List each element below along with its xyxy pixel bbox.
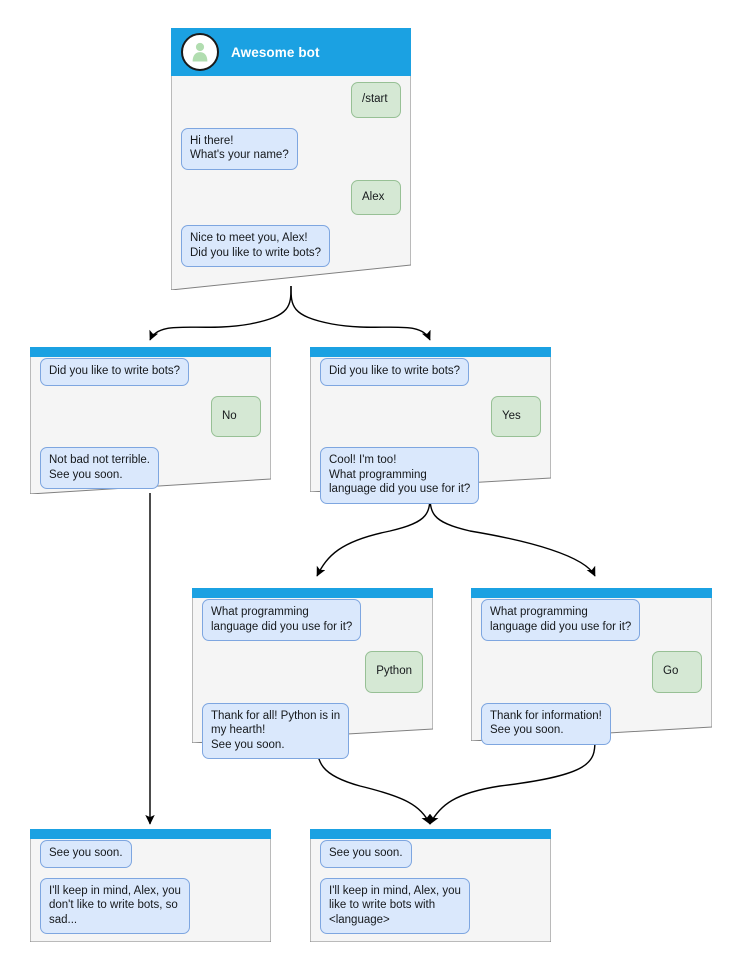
- end-no-messages: See you soon. I'll keep in mind, Alex, y…: [30, 840, 271, 944]
- node-end-no[interactable]: See you soon. I'll keep in mind, Alex, y…: [30, 829, 271, 942]
- bot-bubble: See you soon.: [40, 840, 132, 868]
- user-bubble: Yes: [491, 395, 541, 437]
- bot-bubble: What programming language did you use fo…: [202, 599, 362, 641]
- node-branch-yes[interactable]: Did you like to write bots? Yes Cool! I'…: [310, 347, 551, 504]
- node-header-bar: [192, 588, 433, 598]
- edge-root-to-no: [149, 285, 292, 341]
- user-bubble: Alex: [351, 179, 401, 215]
- branch-python-messages: What programming language did you use fo…: [192, 599, 433, 769]
- node-end-yes[interactable]: See you soon. I'll keep in mind, Alex, y…: [310, 829, 551, 942]
- message-row: What programming language did you use fo…: [202, 599, 423, 641]
- message-row: What programming language did you use fo…: [481, 599, 702, 641]
- message-row: Did you like to write bots?: [320, 358, 541, 386]
- person-avatar-icon: [181, 33, 219, 71]
- user-bubble: No: [211, 395, 261, 437]
- root-node-header: Awesome bot: [171, 28, 411, 76]
- message-row: See you soon.: [40, 840, 261, 868]
- message-row: Nice to meet you, Alex! Did you like to …: [181, 225, 401, 267]
- end-yes-messages: See you soon. I'll keep in mind, Alex, y…: [310, 840, 551, 944]
- message-row: Thank for all! Python is in my hearth! S…: [202, 702, 423, 759]
- root-messages: /start Hi there! What's your name? Alex …: [171, 82, 411, 277]
- node-root[interactable]: Awesome bot /start Hi there! What's your…: [171, 28, 411, 290]
- bot-bubble: Nice to meet you, Alex! Did you like to …: [181, 225, 331, 267]
- bot-title: Awesome bot: [231, 44, 320, 60]
- message-row: Python: [202, 651, 423, 693]
- branch-go-messages: What programming language did you use fo…: [471, 599, 712, 755]
- bot-bubble: Did you like to write bots?: [320, 358, 470, 386]
- message-row: Alex: [181, 179, 401, 215]
- message-row: I'll keep in mind, Alex, you don't like …: [40, 877, 261, 934]
- message-row: Not bad not terrible. See you soon.: [40, 447, 261, 489]
- bot-bubble: See you soon.: [320, 840, 412, 868]
- message-row: I'll keep in mind, Alex, you like to wri…: [320, 877, 541, 934]
- message-row: Did you like to write bots?: [40, 358, 261, 386]
- node-header-bar: [310, 347, 551, 357]
- node-header-bar: [471, 588, 712, 598]
- message-row: Yes: [320, 395, 541, 437]
- branch-no-messages: Did you like to write bots? No Not bad n…: [30, 358, 271, 499]
- bot-bubble: Did you like to write bots?: [40, 358, 190, 386]
- bot-bubble: I'll keep in mind, Alex, you like to wri…: [320, 877, 470, 934]
- message-row: Go: [481, 651, 702, 693]
- node-header-bar: [30, 347, 271, 357]
- bot-bubble: Hi there! What's your name?: [181, 127, 298, 170]
- node-branch-go[interactable]: What programming language did you use fo…: [471, 588, 712, 745]
- bot-bubble: Thank for information! See you soon.: [481, 702, 611, 745]
- message-row: See you soon.: [320, 840, 541, 868]
- node-header-bar: [310, 829, 551, 839]
- user-bubble: Go: [652, 651, 702, 693]
- message-row: /start: [181, 82, 401, 118]
- user-bubble: /start: [351, 82, 401, 118]
- node-branch-no[interactable]: Did you like to write bots? No Not bad n…: [30, 347, 271, 494]
- message-row: Hi there! What's your name?: [181, 127, 401, 170]
- node-header-bar: [30, 829, 271, 839]
- message-row: No: [40, 395, 261, 437]
- edge-root-to-yes: [290, 285, 431, 341]
- user-bubble: Python: [365, 651, 423, 693]
- bot-bubble: I'll keep in mind, Alex, you don't like …: [40, 877, 190, 934]
- node-branch-python[interactable]: What programming language did you use fo…: [192, 588, 433, 759]
- bot-bubble: Not bad not terrible. See you soon.: [40, 447, 160, 489]
- message-row: Cool! I'm too! What programming language…: [320, 447, 541, 504]
- message-row: Thank for information! See you soon.: [481, 702, 702, 745]
- bot-bubble: What programming language did you use fo…: [481, 599, 641, 641]
- bot-bubble: Cool! I'm too! What programming language…: [320, 447, 480, 504]
- bot-bubble: Thank for all! Python is in my hearth! S…: [202, 702, 350, 759]
- branch-yes-messages: Did you like to write bots? Yes Cool! I'…: [310, 358, 551, 514]
